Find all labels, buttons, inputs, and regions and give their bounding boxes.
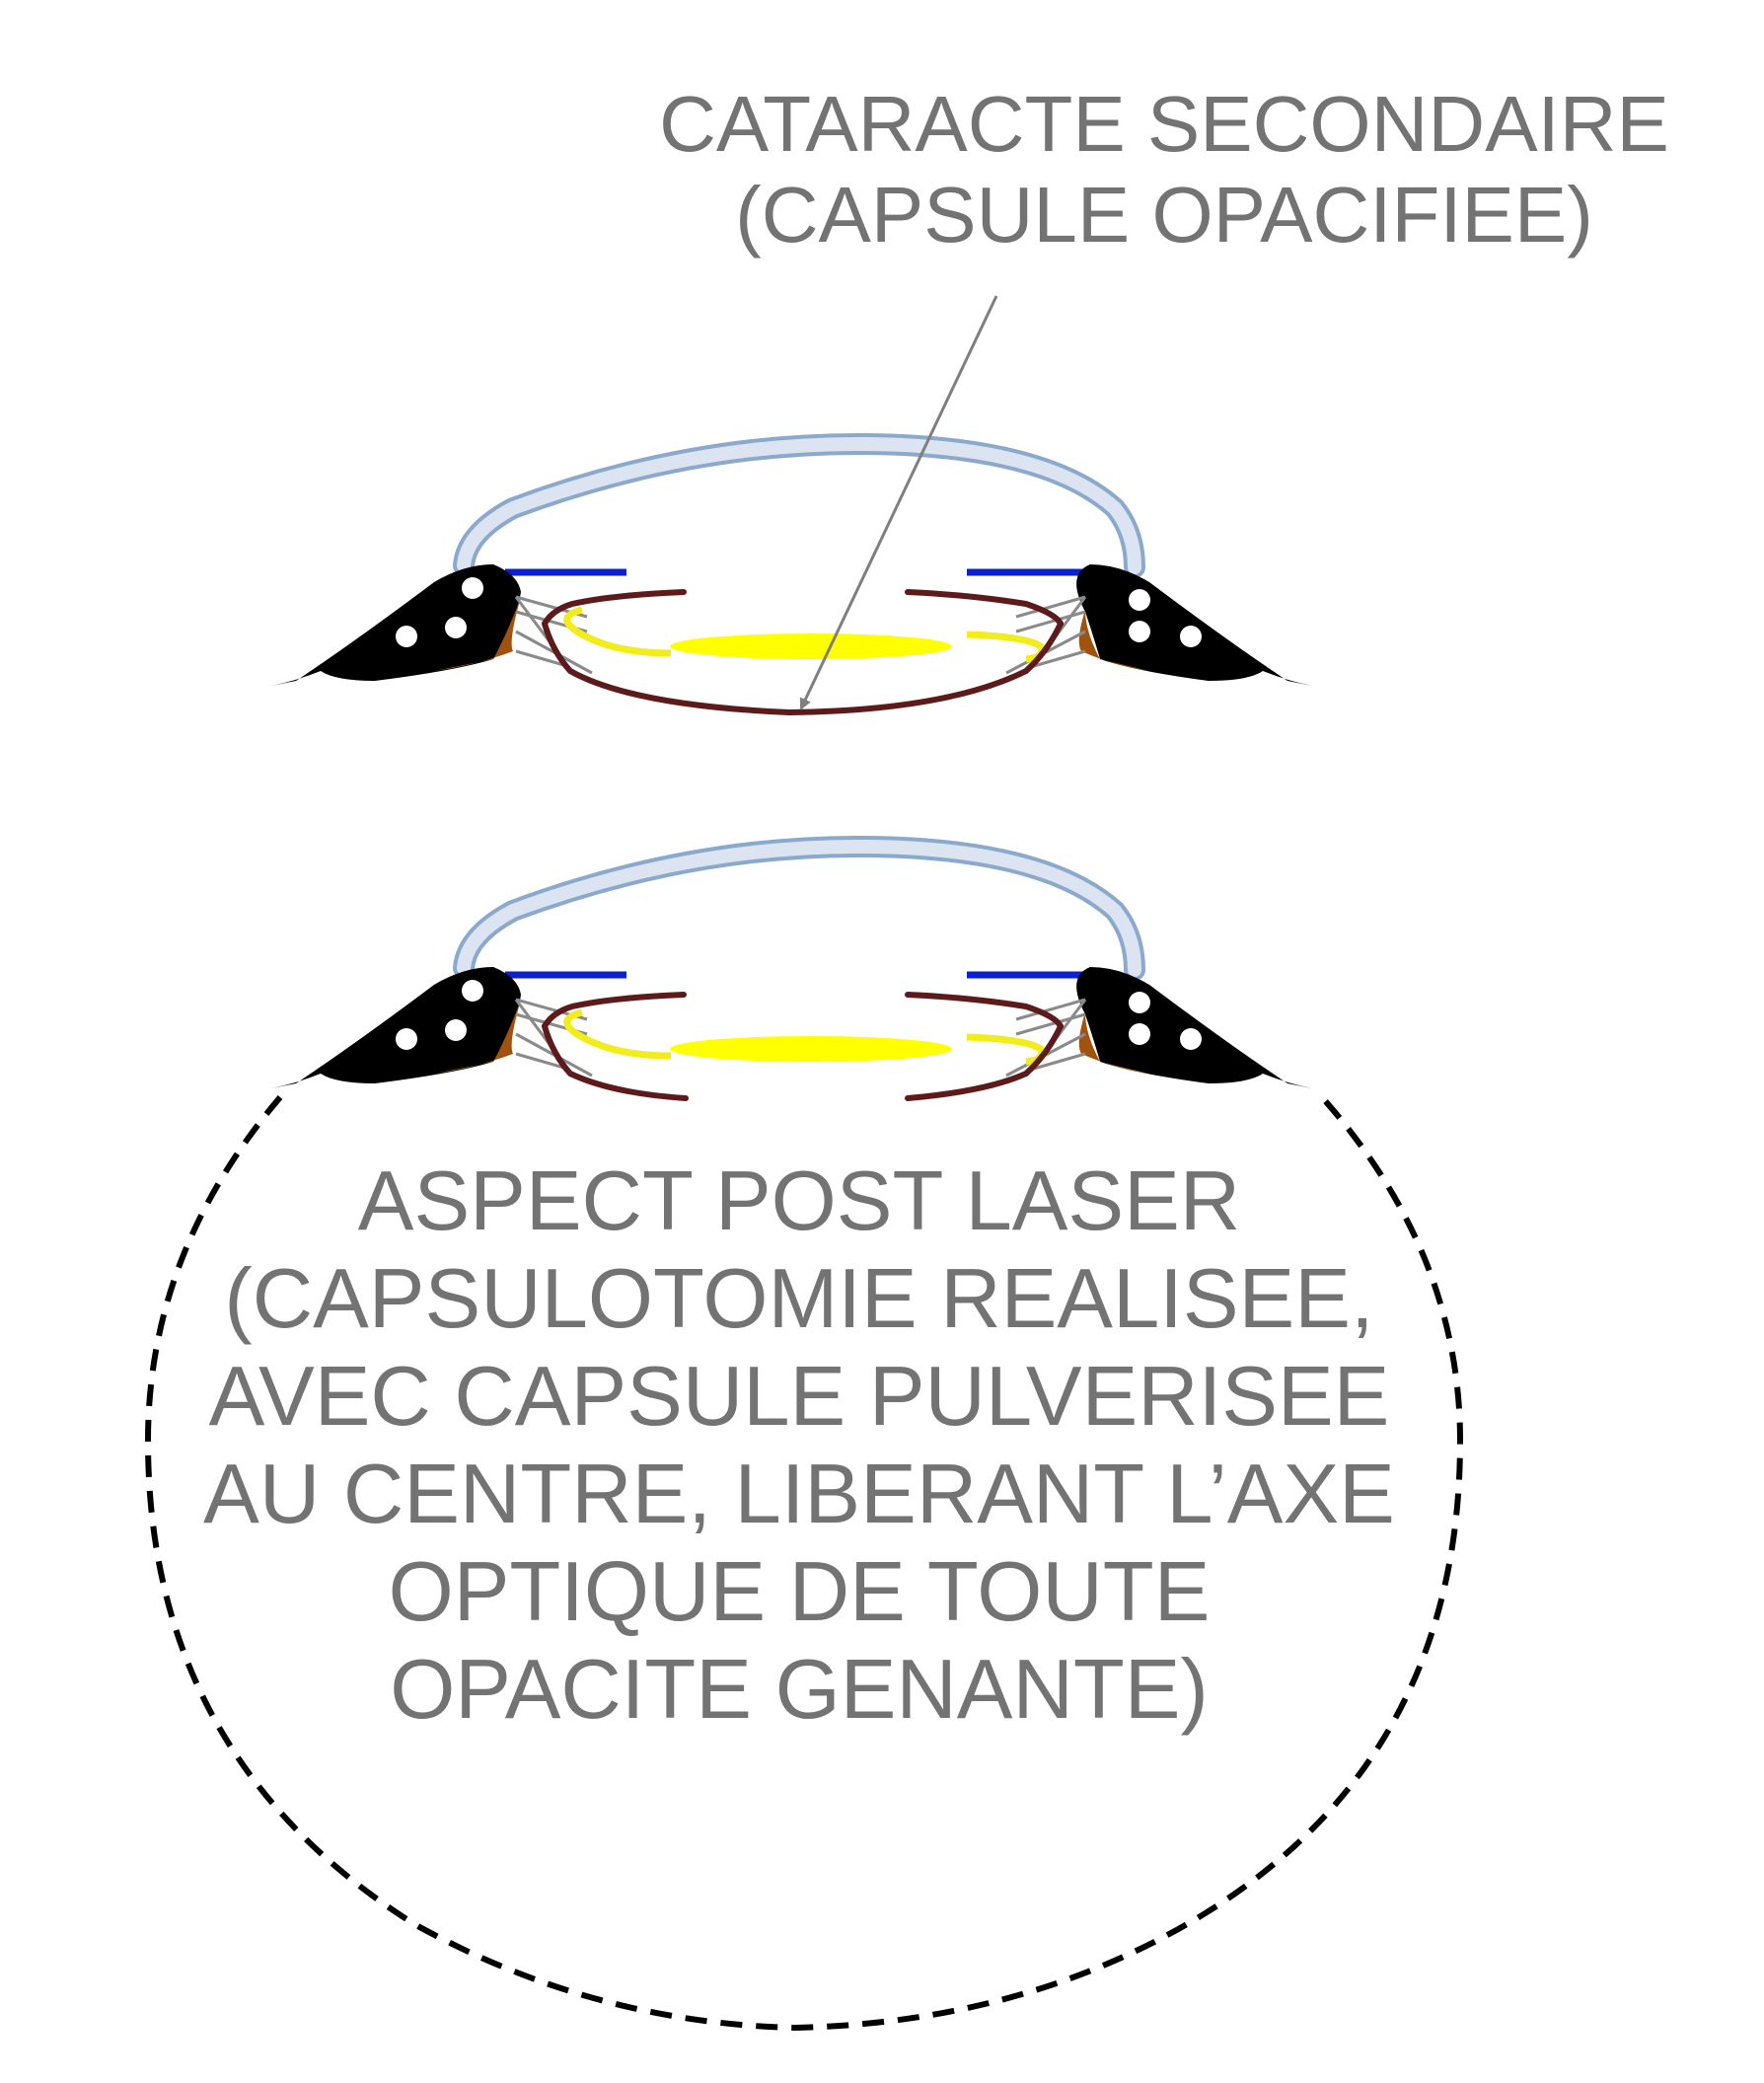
label-secondary-cataract: CATARACTE SECONDAIRE (CAPSULE OPACIFIEE) (641, 79, 1687, 260)
label-top-line: CATARACTE SECONDAIRE (641, 79, 1687, 170)
label-bottom-line: OPTIQUE DE TOUTE (158, 1543, 1440, 1641)
eye-before-laser (271, 444, 1312, 712)
label-bottom-line: ASPECT POST LASER (158, 1153, 1440, 1250)
label-top-line: (CAPSULE OPACIFIEE) (641, 170, 1687, 260)
label-bottom-line: OPACITE GENANTE) (158, 1641, 1440, 1739)
label-bottom-line: (CAPSULOTOMIE REALISEE, (158, 1250, 1440, 1348)
label-bottom-line: AVEC CAPSULE PULVERISEE (158, 1348, 1440, 1446)
label-post-laser: ASPECT POST LASER (CAPSULOTOMIE REALISEE… (158, 1153, 1440, 1739)
label-bottom-line: AU CENTRE, LIBERANT L’AXE (158, 1446, 1440, 1543)
eye-after-laser (271, 847, 1312, 1098)
